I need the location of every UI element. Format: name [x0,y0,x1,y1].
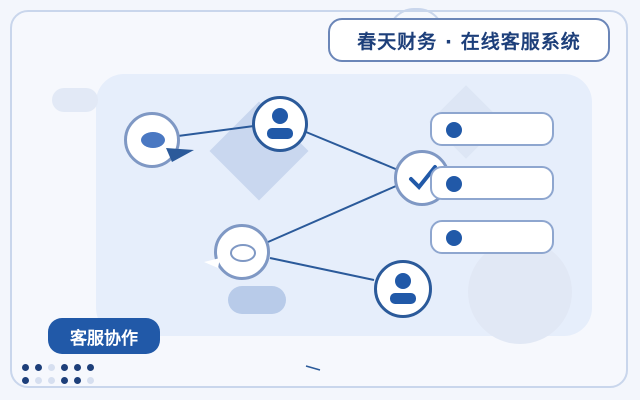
list-item [430,220,554,254]
collab-badge: 客服协作 [48,318,160,354]
user-avatar-icon [390,273,416,304]
agent-node-top [252,96,308,152]
page-title: 春天财务 · 在线客服系统 [328,18,610,62]
bullet-icon [446,230,462,246]
agent-node-bottom [374,260,432,318]
chat-bubble-icon [141,132,165,148]
decor-pill-blue [228,286,286,314]
chat-outline-icon [230,244,256,262]
list-item [430,166,554,200]
bullet-icon [446,176,462,192]
list-item [430,112,554,146]
chat-outline-tail-icon [204,258,220,268]
decor-pill [52,88,98,112]
user-avatar-icon [267,108,293,139]
decor-dots [22,362,102,392]
chat-tail-icon [166,148,194,162]
bullet-icon [446,122,462,138]
chat-node-outline [214,224,270,280]
checkmark-icon [409,165,437,190]
decor-circle [468,240,572,344]
